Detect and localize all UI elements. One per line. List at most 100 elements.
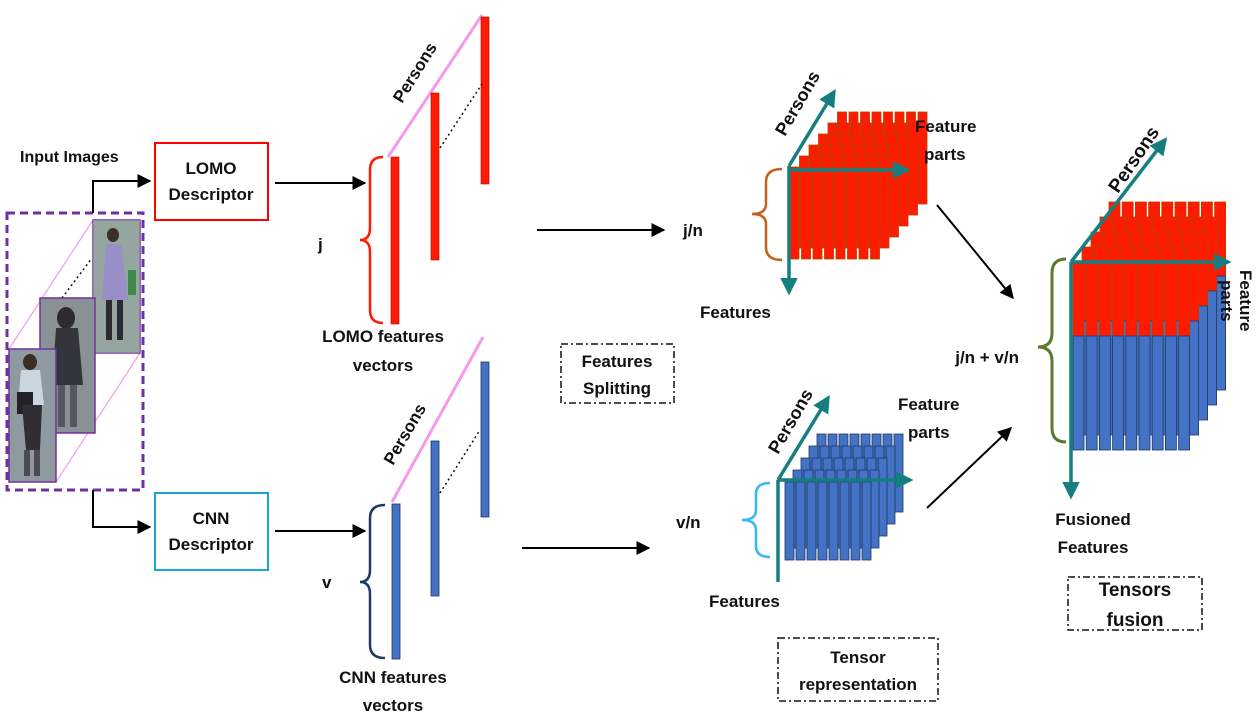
input-images-label: Input Images [20, 149, 119, 166]
cnn-vector-bar [391, 503, 401, 660]
fused-tensor-blue-cell [1165, 335, 1177, 451]
persons-axis [390, 336, 485, 503]
fused-tensor-blue-cell [1072, 335, 1085, 451]
lomo-descriptor-label: LOMO [186, 159, 237, 178]
lomo-tensor-cell [801, 166, 811, 260]
j-label: j [317, 235, 323, 254]
feature-parts-label: Feature [915, 117, 976, 136]
cnn-descriptor-label: CNN [193, 509, 230, 528]
cnn-vector-bar [430, 440, 440, 597]
cnn-tensor-cell [784, 481, 795, 561]
fused-tensor-red-cell [1151, 261, 1164, 337]
fused-tensor-blue-cell [1151, 335, 1164, 451]
lomo-vector-bar [480, 16, 490, 185]
lomo-descriptor-box: LOMO Descriptor [154, 142, 269, 221]
lomo-tensor-cell [789, 166, 800, 260]
cnn-vectors-caption: vectors [363, 696, 423, 715]
input-images-box [5, 211, 145, 492]
lomo-tensor-cell [835, 166, 846, 260]
fused-tensor-red-cell [1165, 261, 1177, 337]
cnn-tensor-cell [861, 481, 872, 561]
cnn-descriptor-box: CNN Descriptor [154, 492, 269, 571]
fused-tensor-blue-cell [1112, 335, 1124, 451]
jn-vn-label: j/n + v/n [954, 348, 1019, 367]
persons-axis [386, 14, 484, 158]
tensor-representation-box: Tensor representation [777, 637, 939, 702]
fused-tensor-blue-cell [1099, 335, 1111, 451]
person-image-1 [8, 348, 57, 483]
fused-tensor-bars [1072, 201, 1226, 451]
fused-tensor-red-cell [1072, 261, 1085, 337]
lomo-feature-vectors: Persons j [317, 14, 490, 325]
fusioned-features-label: Fusioned [1055, 510, 1131, 529]
stack-guide-line [55, 352, 141, 483]
v-brace [359, 503, 386, 660]
persons-axis-arrow [1069, 137, 1168, 264]
tensors-fusion-box: Tensors fusion [1067, 576, 1203, 631]
features-label: Features [700, 303, 771, 322]
tensor-representation-label: representation [799, 675, 917, 694]
fused-tensor-red-cell [1099, 261, 1111, 337]
lomo-tensor-cell [917, 111, 928, 205]
persons-axis-arrow [776, 395, 830, 481]
lomo-tensor-cell [847, 166, 857, 260]
jn-label: j/n [682, 221, 703, 240]
fused-tensor-blue-cell [1138, 335, 1151, 451]
lomo-tensor-cell [889, 144, 899, 238]
fused-tensor-blue-cell [1125, 335, 1138, 451]
features-splitting-box: Features Splitting [560, 343, 675, 404]
fused-tensor-red-cell [1138, 261, 1151, 337]
lomo-tensor-bars [789, 111, 928, 260]
fused-tensor-red-cell [1178, 261, 1190, 337]
fused-tensor-blue-cell [1178, 335, 1190, 451]
vector-ellipsis [439, 83, 483, 149]
persons-label: Persons [380, 400, 430, 468]
cnn-to-fusion-arrow [926, 427, 1013, 509]
cnn-tensor-cell [806, 481, 817, 561]
input-to-cnn-connector [92, 490, 152, 534]
features-splitting-label: Splitting [583, 379, 651, 398]
features-label: Features [709, 592, 780, 611]
fused-tensor-red-cell [1085, 261, 1098, 337]
stack-dots [61, 257, 93, 299]
person-image-3 [92, 219, 141, 354]
stack-guide-line [8, 219, 94, 350]
lomo-to-fusion-arrow [936, 204, 1014, 300]
lomo-tensor-cell [898, 133, 909, 227]
vn-brace [741, 481, 771, 559]
fused-brace [1037, 257, 1067, 444]
cnn-vectors-caption: CNN features [339, 668, 447, 687]
lomo-vector-bar [390, 156, 400, 325]
lomo-tensor-cell [870, 166, 880, 260]
cnn-tensor-cell [817, 481, 828, 561]
cnn-tensor-cell [795, 481, 806, 561]
vn-label: v/n [676, 513, 701, 532]
persons-label: Persons [771, 67, 824, 139]
input-to-lomo-connector [92, 174, 152, 213]
lomo-descriptor-label: Descriptor [168, 185, 253, 204]
lomo-vectors-caption: vectors [353, 356, 413, 375]
lomo-tensor-cell [812, 166, 823, 260]
fused-tensor-red-cell [1112, 261, 1124, 337]
cnn-vector-bar [480, 361, 490, 518]
cnn-tensor: Persons v/n Feature parts Features [676, 385, 959, 611]
feature-parts-label: Feature [898, 395, 959, 414]
lomo-tensor-cell [824, 166, 834, 260]
persons-label: Persons [1105, 123, 1164, 197]
lomo-tensor-cell [908, 122, 918, 216]
feature-parts-label: Feature [1236, 270, 1255, 331]
cnn-descriptor-label: Descriptor [168, 535, 253, 554]
tensors-fusion-label: Tensors [1099, 580, 1172, 601]
fused-tensor-blue-cell [1085, 335, 1098, 451]
fused-tensor: Persons j/n + v/n Feature parts Fusioned… [954, 123, 1255, 557]
lomo-tensor-cell [858, 166, 869, 260]
cnn-tensor-cell [828, 481, 839, 561]
lomo-tensor-cell [879, 155, 890, 249]
feature-parts-label: parts [924, 145, 966, 164]
feature-parts-label: parts [908, 423, 950, 442]
lomo-vector-bar [430, 92, 440, 261]
cnn-tensor-bars [784, 433, 904, 561]
fused-tensor-red-cell [1125, 261, 1138, 337]
cnn-tensor-cell [839, 481, 850, 561]
